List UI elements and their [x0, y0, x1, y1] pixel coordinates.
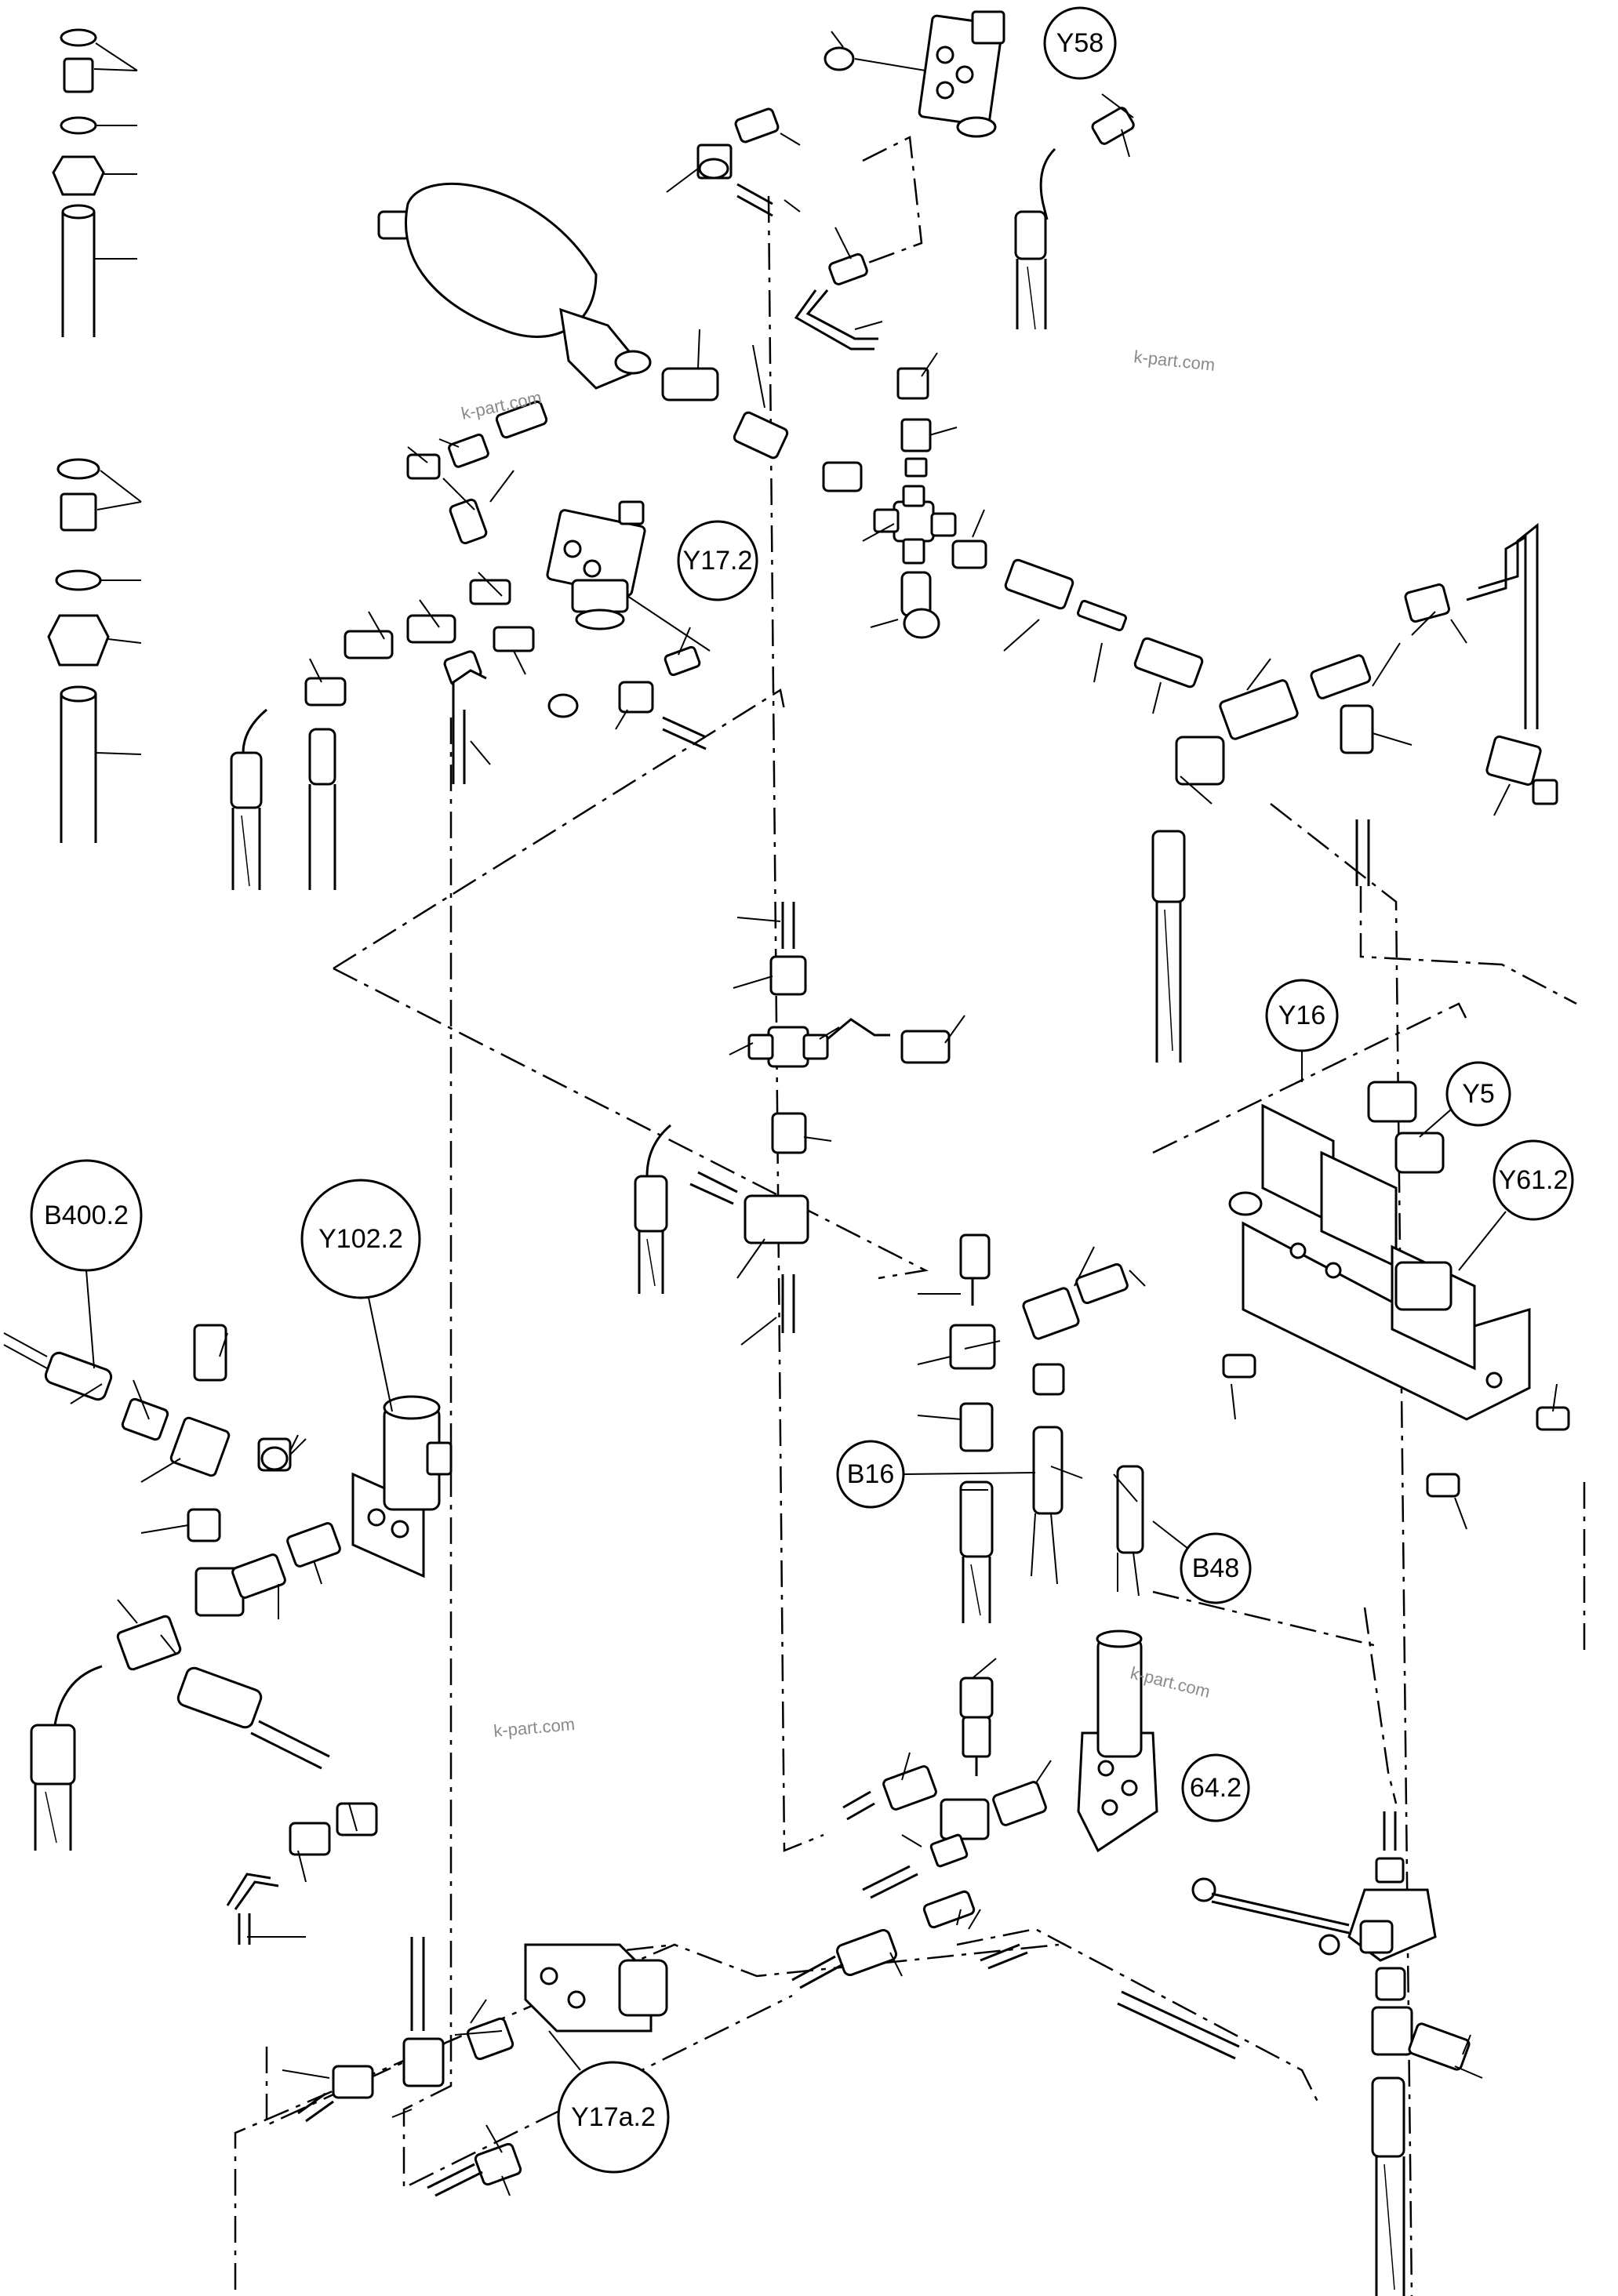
o-ring-fitting-detail-lower: [47, 458, 142, 843]
callout-b400-2: B400.2: [30, 1159, 143, 1369]
watermark: k-part.com: [493, 1714, 576, 1741]
callout-y17-2: Y17.2: [677, 520, 758, 601]
solenoid-valve-y58: [824, 10, 1005, 138]
valve-manifold: [1222, 1081, 1570, 1530]
callout-y17a-2: Y17a.2: [548, 2030, 670, 2174]
hand-valve-assembly: [1191, 1811, 1483, 2296]
callout-y102-2-label: Y102.2: [318, 1224, 403, 1254]
callout-y16: Y16: [1265, 979, 1339, 1082]
callout-y17-2-label: Y17.2: [683, 546, 753, 576]
right-upper-fittings: [1151, 522, 1558, 1063]
callout-64-2: 64.2: [1181, 1753, 1250, 1822]
callout-y61-2-label: Y61.2: [1499, 1165, 1569, 1195]
callout-y58: Y58: [1043, 6, 1117, 80]
left-upper-fittings: [230, 400, 707, 890]
callout-b400-2-label: B400.2: [44, 1201, 129, 1230]
callout-b16-label: B16: [847, 1459, 895, 1489]
valve-64-2-assembly: [791, 1629, 1240, 2060]
callout-y16-label: Y16: [1278, 1001, 1326, 1030]
callout-b48: B48: [1152, 1520, 1252, 1604]
cross-fitting-upper: [822, 461, 1204, 714]
pressure-switch-assembly: [3, 1324, 453, 1945]
callout-b48-label: B48: [1192, 1553, 1240, 1583]
hose-top-right: [1014, 93, 1135, 330]
pressure-sensor-block: [917, 1233, 1146, 1623]
solenoid-valve-y17-2: [546, 500, 711, 652]
callout-b16: B16: [836, 1440, 1036, 1509]
fitting-chain-top: [666, 107, 958, 478]
watermark: k-part.com: [1133, 347, 1216, 375]
callout-y5-label: Y5: [1462, 1079, 1495, 1109]
o-ring-fitting-detail-top: [52, 28, 138, 337]
accumulator: [377, 183, 789, 460]
callout-y58-label: Y58: [1056, 28, 1104, 58]
callout-64-2-label: 64.2: [1190, 1773, 1242, 1803]
assembly-outlines: [234, 136, 1586, 2296]
cross-fitting-middle: [634, 902, 965, 1346]
callout-y17a-2-label: Y17a.2: [571, 2102, 656, 2132]
callout-y5: Y5: [1419, 1061, 1511, 1138]
callout-y61-2: Y61.2: [1458, 1139, 1574, 1271]
solenoid-valve-y17a-2: [282, 1937, 668, 2197]
callout-y102-2: Y102.2: [300, 1179, 421, 1412]
